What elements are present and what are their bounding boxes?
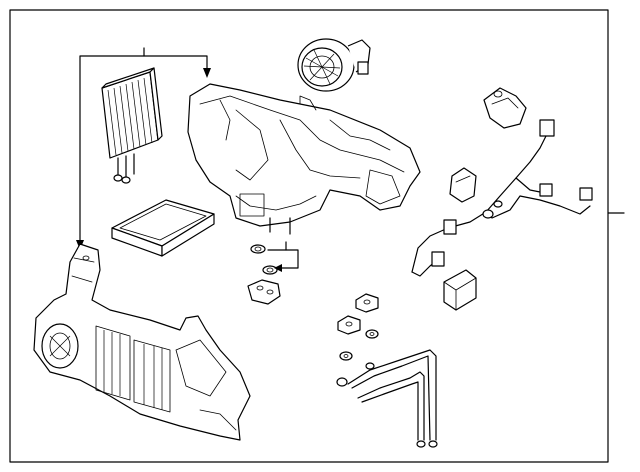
upper-hvac-case <box>187 83 421 235</box>
cabin-filter <box>111 199 215 257</box>
evaporator-core <box>101 67 163 184</box>
diagram-frame <box>9 9 609 463</box>
refrigerant-lines <box>336 349 438 448</box>
grommet <box>247 279 281 305</box>
control-module <box>443 269 477 311</box>
wiring-harness <box>411 119 593 277</box>
lower-hvac-case <box>33 243 251 441</box>
mounting-clips <box>337 293 379 361</box>
actuator <box>449 87 527 203</box>
blower-motor <box>297 38 371 92</box>
gaskets <box>250 241 299 275</box>
